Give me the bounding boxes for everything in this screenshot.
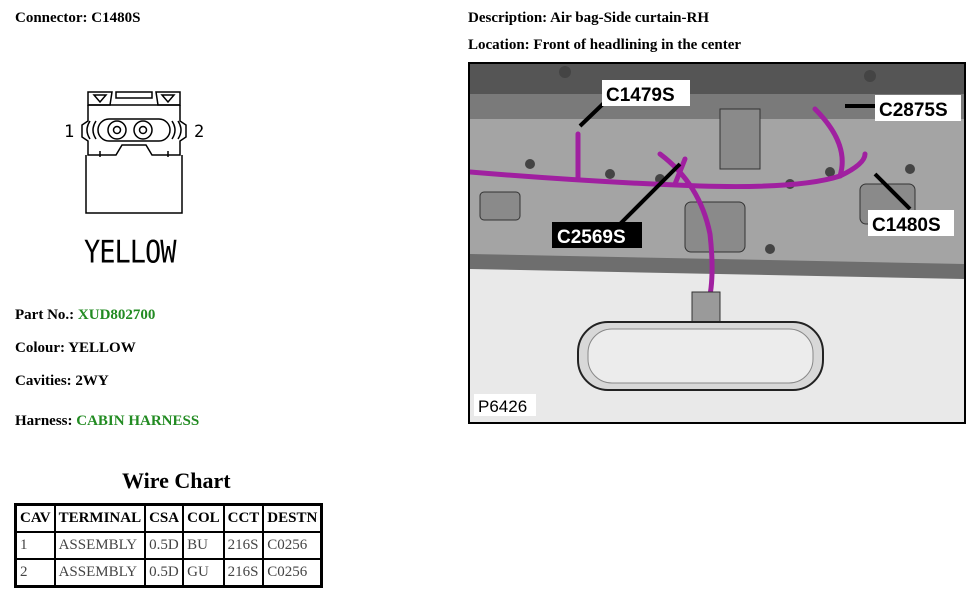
- part-no-link[interactable]: XUD802700: [77, 307, 156, 323]
- column-header: COL: [182, 503, 225, 533]
- table-row: 1 ASSEMBLY 0.5D BU 216S C0256: [14, 531, 323, 560]
- connector-label: Connector:: [15, 10, 88, 26]
- connector-value: C1480S: [91, 10, 141, 26]
- table-row: 2 ASSEMBLY 0.5D GU 216S C0256: [14, 558, 323, 588]
- callout-c2875s: C2875S: [879, 100, 948, 121]
- colour-line: Colour: YELLOW: [15, 340, 136, 357]
- callout-c1480s: C1480S: [872, 215, 941, 236]
- column-header: CCT: [222, 503, 265, 533]
- headlining-diagram: C1479S C2875S C2569S C1480S P6426: [470, 64, 964, 422]
- connector-colour-caption: YELLOW: [84, 235, 177, 271]
- table-cell: 216S: [222, 531, 265, 560]
- table-cell: 1: [14, 531, 56, 560]
- table-cell: C0256: [262, 531, 323, 560]
- wire-chart-title: Wire Chart: [122, 468, 231, 493]
- wire-chart-table: CAV TERMINAL CSA COL CCT DESTN 1 ASSEMBL…: [14, 503, 324, 588]
- connector-face-drawing: 1 2: [64, 91, 204, 214]
- pin-1-label: 1: [64, 122, 74, 142]
- description-line: Description: Air bag-Side curtain-RH: [468, 10, 709, 27]
- column-header: CSA: [144, 503, 185, 533]
- table-cell: 216S: [222, 558, 265, 588]
- cavities-value: 2WY: [75, 373, 109, 389]
- callout-c2569s: C2569S: [557, 227, 626, 248]
- location-illustration: C1479S C2875S C2569S C1480S P6426: [468, 62, 966, 424]
- figure-id: P6426: [478, 397, 527, 416]
- table-cell: 0.5D: [144, 531, 185, 560]
- table-cell: C0256: [262, 558, 323, 588]
- column-header: CAV: [14, 503, 56, 533]
- table-cell: BU: [182, 531, 225, 560]
- cavities-label: Cavities:: [15, 373, 72, 389]
- table-cell: 0.5D: [144, 558, 185, 588]
- description-value: Air bag-Side curtain-RH: [550, 10, 709, 26]
- pin-2-label: 2: [194, 122, 204, 142]
- callout-c1479s: C1479S: [606, 85, 675, 106]
- column-header: DESTN: [262, 503, 323, 533]
- column-header: TERMINAL: [53, 503, 147, 533]
- cavities-line: Cavities: 2WY: [15, 373, 109, 390]
- table-header-row: CAV TERMINAL CSA COL CCT DESTN: [14, 503, 323, 533]
- table-cell: ASSEMBLY: [53, 558, 147, 588]
- colour-value: YELLOW: [68, 340, 136, 356]
- location-line: Location: Front of headlining in the cen…: [468, 37, 741, 54]
- harness-line: Harness: CABIN HARNESS: [15, 413, 199, 430]
- table-cell: ASSEMBLY: [53, 531, 147, 560]
- table-cell: 2: [14, 558, 56, 588]
- connector-line: Connector: C1480S: [15, 10, 140, 27]
- table-cell: GU: [182, 558, 225, 588]
- colour-label: Colour:: [15, 340, 65, 356]
- harness-label: Harness:: [15, 413, 73, 429]
- description-label: Description:: [468, 10, 548, 26]
- location-label: Location:: [468, 37, 530, 53]
- part-no-label: Part No.:: [15, 307, 75, 323]
- location-value: Front of headlining in the center: [533, 37, 742, 53]
- harness-link[interactable]: CABIN HARNESS: [76, 413, 200, 429]
- part-no-line: Part No.: XUD802700: [15, 307, 155, 324]
